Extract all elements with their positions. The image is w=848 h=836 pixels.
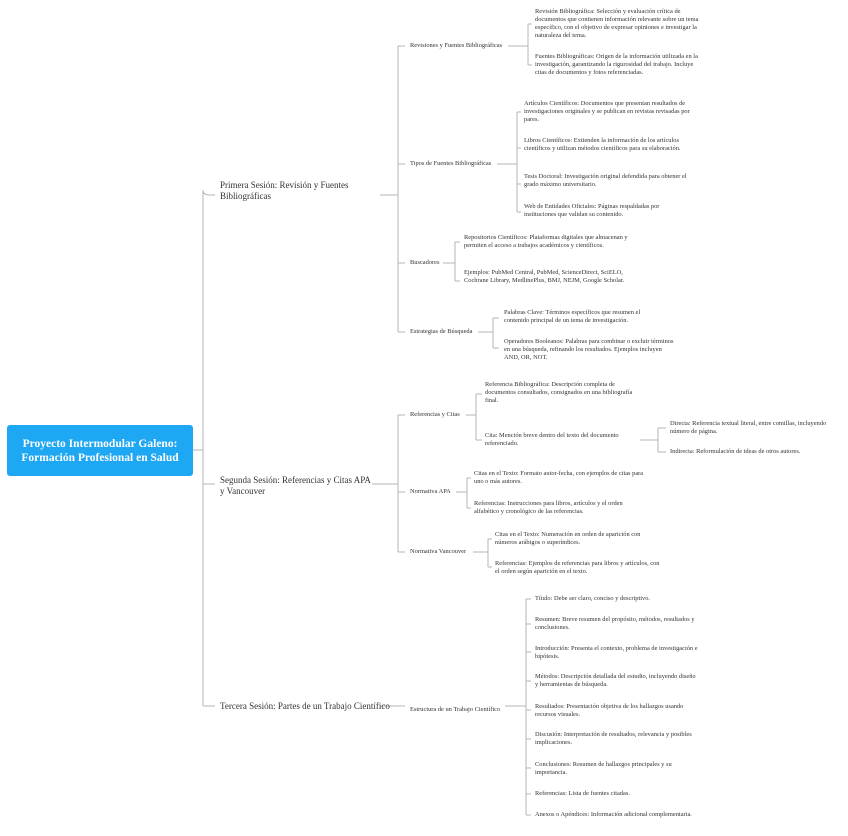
root-title-line1: Proyecto Intermodular Galeno: — [22, 437, 178, 450]
topic-normativa-vancouver[interactable]: Normativa Vancouver — [410, 548, 467, 555]
topic-estructura-trabajo[interactable]: Estructura de un Trabajo Científico — [410, 706, 501, 713]
leaf-referencia-bibliografica: Referencia Bibliográfica: Descripción co… — [485, 381, 633, 404]
root-node[interactable]: Proyecto Intermodular Galeno: Formación … — [7, 425, 193, 476]
leaf-introduccion: Introducción: Presenta el contexto, prob… — [535, 645, 698, 660]
leaf-revision-bibliografica: Revisión Bibliográfica: Selección y eval… — [535, 8, 699, 39]
leaf-metodos: Métodos: Descripción detallada del estud… — [535, 673, 696, 688]
leaf-vancouver-referencias: Referencias: Ejemplos de referencias par… — [495, 560, 660, 575]
leaf-vancouver-citas-texto: Citas en el Texto: Numeración en orden d… — [495, 531, 641, 546]
leaf-referencias: Referencias: Lista de fuentes citadas. — [535, 790, 630, 797]
leaf-resultados: Resultados: Presentación objetiva de los… — [535, 703, 684, 718]
leaf-ejemplos-buscadores: Ejemplos: PubMed Central, PubMed, Scienc… — [464, 269, 625, 284]
leaf-articulos-cientificos: Artículos Científicos: Documentos que pr… — [524, 100, 690, 123]
leaf-cita: Cita: Mención breve dentro del texto del… — [485, 432, 619, 447]
leaf-anexos: Anexos o Apéndices: Información adiciona… — [535, 811, 692, 818]
root-title-line2: Formación Profesional en Salud — [21, 451, 179, 464]
leaf-cita-directa: Directa: Referencia textual literal, ent… — [670, 420, 827, 435]
topic-buscadores[interactable]: Buscadores — [410, 259, 440, 266]
session-3-node[interactable]: Tercera Sesión: Partes de un Trabajo Cie… — [220, 701, 390, 711]
topic-referencias-citas[interactable]: Referencias y Citas — [410, 411, 460, 418]
leaf-apa-referencias: Referencias: Instrucciones para libros, … — [474, 500, 623, 515]
session-2-node[interactable]: Segunda Sesión: Referencias y Citas APA … — [220, 475, 371, 496]
topic-revisiones-fuentes[interactable]: Revisiones y Fuentes Bibliográficas — [410, 42, 503, 49]
leaf-palabras-clave: Palabras Clave: Términos específicos que… — [504, 309, 641, 324]
topic-estrategias-busqueda[interactable]: Estrategias de Búsqueda — [410, 328, 473, 335]
leaf-web-entidades: Web de Entidades Oficiales: Páginas resp… — [524, 203, 660, 218]
leaf-apa-citas-texto: Citas en el Texto: Formato autor-fecha, … — [474, 470, 644, 485]
topic-tipos-fuentes[interactable]: Tipos de Fuentes Bibliográficas — [410, 160, 492, 167]
leaf-libros-cientificos: Libros Científicos: Extienden la informa… — [524, 137, 681, 152]
leaf-fuentes-bibliograficas: Fuentes Bibliográficas: Origen de la inf… — [535, 53, 698, 76]
leaf-resumen: Resumen: Breve resumen del propósito, mé… — [535, 616, 695, 631]
leaf-cita-indirecta: Indirecta: Reformulación de ideas de otr… — [670, 448, 801, 455]
leaf-operadores-booleanos: Operadores Booleanos: Palabras para comb… — [504, 338, 674, 361]
leaf-conclusiones: Conclusiones: Resumen de hallazgos princ… — [535, 761, 672, 776]
topic-normativa-apa[interactable]: Normativa APA — [410, 488, 451, 495]
session-1-node[interactable]: Primera Sesión: Revisión y Fuentes Bibli… — [220, 180, 349, 201]
leaf-tesis-doctoral: Tesis Doctoral: Investigación original d… — [524, 173, 687, 188]
leaf-repositorios: Repositorios Científicos: Plataformas di… — [464, 234, 628, 249]
leaf-discusion: Discusión: Interpretación de resultados,… — [535, 731, 692, 746]
leaf-titulo: Título: Debe ser claro, conciso y descri… — [535, 595, 650, 602]
